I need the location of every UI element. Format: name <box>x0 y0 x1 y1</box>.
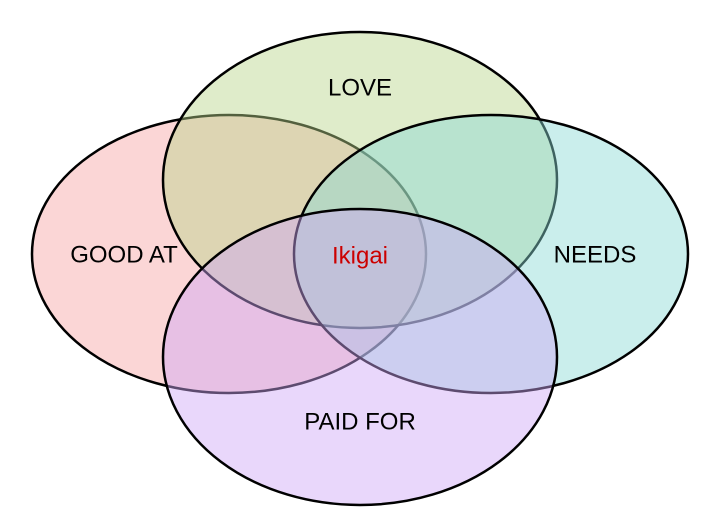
needs-label: NEEDS <box>554 241 637 268</box>
ikigai-center-label: Ikigai <box>332 242 388 269</box>
needs-circle <box>292 113 690 395</box>
paid-for-label: PAID FOR <box>304 408 416 435</box>
good-at-circle <box>30 113 428 395</box>
love-label: LOVE <box>328 74 392 101</box>
love-circle <box>161 30 559 330</box>
good-at-label: GOOD AT <box>70 241 178 268</box>
paid-for-circle <box>161 207 559 507</box>
